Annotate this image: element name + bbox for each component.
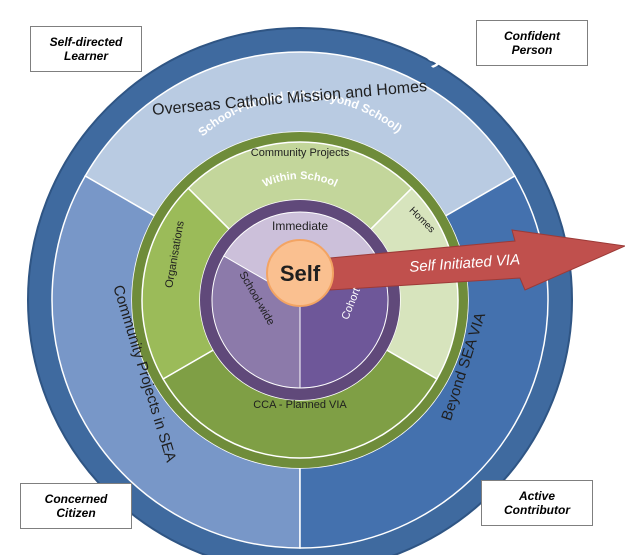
corner-line: Concerned bbox=[44, 492, 108, 506]
corner-line: Active bbox=[518, 489, 555, 503]
corner-line: Person bbox=[511, 43, 553, 57]
self-initiated-arrow bbox=[329, 229, 625, 291]
corner-box-active-contributor: Active Contributor bbox=[481, 480, 593, 526]
self-circle bbox=[266, 239, 334, 307]
immediate-label: Immediate bbox=[272, 219, 328, 233]
self-label: Self bbox=[280, 261, 321, 286]
corner-box-self-directed-learner: Self-directed Learner bbox=[30, 26, 142, 72]
corner-box-concerned-citizen: Concerned Citizen bbox=[20, 483, 132, 529]
corner-line: Self-directed bbox=[49, 35, 123, 49]
community-projects-label: Community Projects bbox=[251, 147, 350, 159]
organisations-sector bbox=[141, 187, 231, 381]
corner-line: Contributor bbox=[504, 503, 570, 517]
corner-line: Citizen bbox=[56, 506, 96, 520]
corner-line: Confident bbox=[504, 29, 560, 43]
cca-planned-label: CCA - Planned VIA bbox=[253, 399, 347, 411]
corner-box-confident-person: Confident Person bbox=[476, 20, 588, 66]
corner-line: Learner bbox=[63, 49, 109, 63]
